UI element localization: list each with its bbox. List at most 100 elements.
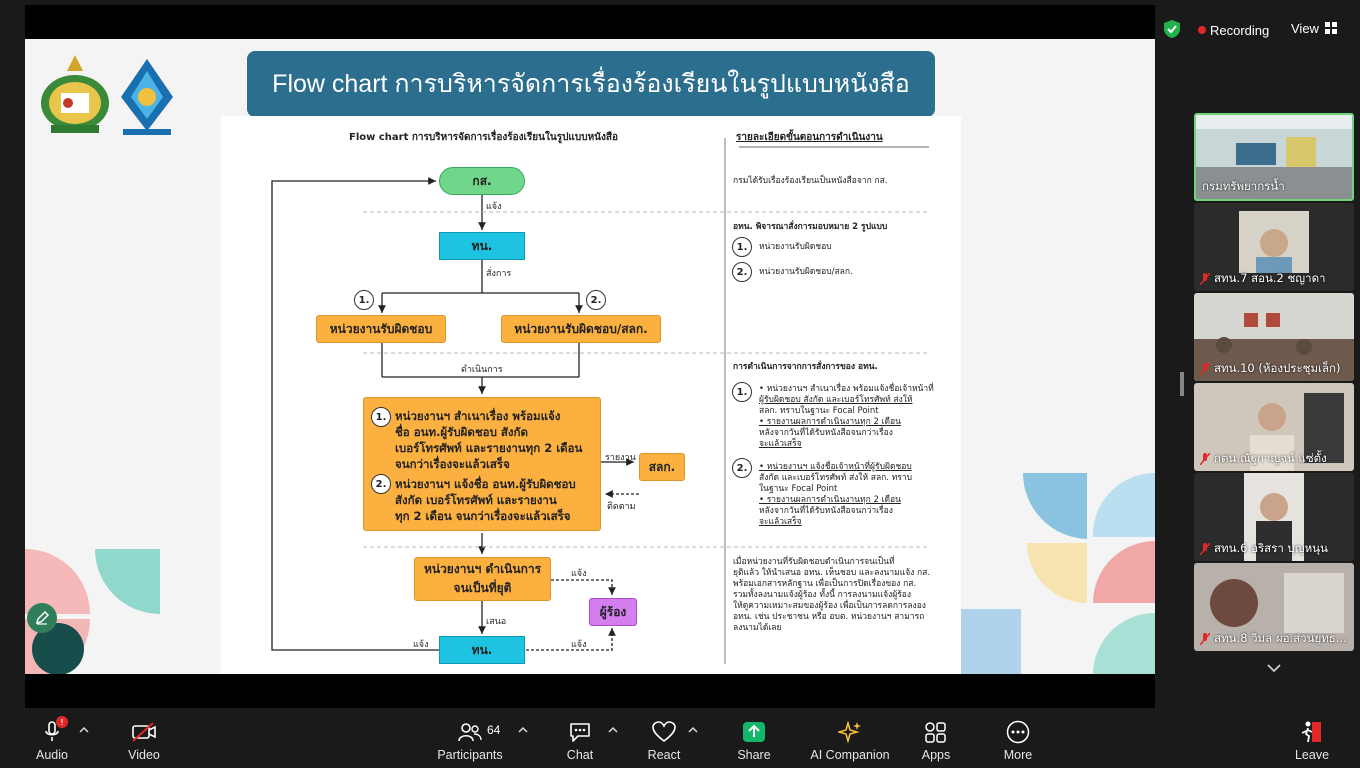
recording-label[interactable]: Recording [1210, 23, 1270, 38]
node-start: กส. [439, 167, 525, 195]
muted-mic-icon [1200, 633, 1210, 645]
shared-screen-bottom-bar [25, 674, 1155, 708]
chat-options-caret-icon[interactable] [608, 726, 618, 734]
right-step-3-heading: การดำเนินการจากการสั่งการของ อทน. [733, 362, 878, 372]
right-step-2-2: หน่วยงานรับผิดชอบ/สลก. [759, 267, 853, 277]
slide-title: Flow chart การบริหารจัดการเรื่องร้องเรีย… [272, 70, 910, 98]
participant-count: 64 [487, 723, 501, 737]
recording-indicator-icon [1198, 26, 1206, 34]
video-tile[interactable]: สทน.6 อริสรา บุญหนุน [1194, 473, 1354, 561]
participants-button[interactable]: Participants [435, 710, 505, 768]
grid-view-icon[interactable] [1325, 22, 1337, 34]
shared-slide: Flow chart การบริหารจัดการเรื่องร้องเรีย… [25, 39, 1155, 674]
edge-label-notify-complainant: แจ้ง [571, 569, 587, 579]
meeting-toolbar: ! Audio Video Participants Chat React Sh… [0, 710, 1360, 768]
react-button[interactable]: React [644, 710, 684, 768]
audio-button[interactable]: ! Audio [32, 710, 72, 768]
bigbox-step-1: หน่วยงานฯ สำเนาเรื่อง พร้อมแจ้งชื่อ อนท.… [395, 409, 583, 471]
slide-title-banner: Flow chart การบริหารจัดการเรื่องร้องเรีย… [247, 51, 935, 117]
encryption-shield-icon[interactable] [1162, 19, 1182, 39]
leave-label: Leave [1294, 748, 1330, 762]
edge-label-follow: ติดตาม [607, 502, 636, 512]
num-1: 1. [354, 290, 374, 310]
participant-name: สทน.6 อริสรา บุญหนุน [1200, 540, 1328, 558]
video-feed [1194, 293, 1354, 381]
participant-name: สทน.7 สอน.2 ชญาดา [1200, 270, 1326, 288]
shared-screen-top-bar [25, 5, 1155, 39]
apps-label: Apps [921, 748, 951, 762]
right-step-2-1: หน่วยงานรับผิดชอบ [759, 242, 832, 252]
muted-mic-icon [1200, 453, 1210, 465]
sparkle-icon [838, 721, 861, 743]
video-tile[interactable]: สทน.10 (ห้องประชุมเล็ก) [1194, 293, 1354, 381]
share-screen-icon [743, 722, 765, 742]
video-tile[interactable]: กตน.ณัฐกาญจน์ แซ่ตั้ง [1194, 383, 1354, 471]
department-water-resources-logo [121, 59, 173, 135]
edge-label-propose: เสนอ [486, 617, 507, 627]
chat-icon [570, 723, 590, 742]
apps-button[interactable]: Apps [914, 710, 958, 768]
video-button[interactable]: Video [124, 710, 164, 768]
node-unit-a: หน่วยงานรับผิดชอบ [316, 315, 446, 343]
video-feed [1194, 203, 1354, 291]
share-label: Share [737, 748, 771, 762]
right-num-1: 1. [732, 237, 752, 257]
participant-name: สทน.10 (ห้องประชุมเล็ก) [1200, 360, 1340, 378]
right-step-4: เมื่อหน่วยงานที่รับผิดชอบดำเนินการจนเป็น… [733, 557, 931, 633]
participant-name: กตน.ณัฐกาญจน์ แซ่ตั้ง [1200, 450, 1327, 468]
video-tile[interactable]: สทน.8 วิมล ผอ.ส่วนยุทธ... [1194, 563, 1354, 651]
video-tile[interactable]: กรมทรัพยากรน้ำ [1194, 113, 1354, 201]
leave-icon [1301, 721, 1321, 743]
edge-label-order: สั่งการ [486, 269, 512, 279]
bigbox-num-2: 2. [371, 474, 391, 494]
video-feed [1196, 115, 1352, 199]
react-label: React [647, 748, 681, 762]
audio-options-caret-icon[interactable] [79, 726, 89, 734]
react-options-caret-icon[interactable] [688, 726, 698, 734]
muted-mic-icon [1200, 273, 1210, 285]
annotate-pencil-button[interactable] [27, 603, 57, 633]
panel-resize-handle[interactable] [1180, 372, 1184, 396]
video-off-icon [132, 722, 156, 742]
node-unit-final: หน่วยงานฯ ดำเนินการจนเป็นที่ยุติ [414, 557, 551, 601]
more-button[interactable]: More [997, 710, 1039, 768]
muted-mic-icon [1200, 363, 1210, 375]
chat-button[interactable]: Chat [560, 710, 600, 768]
participants-options-caret-icon[interactable] [518, 726, 528, 734]
participants-label: Participants [437, 748, 503, 762]
right-num-3-1: 1. [732, 382, 752, 402]
right-step-3-1: • หน่วยงานฯ สำเนาเรื่อง พร้อมแจ้งชื่อเจ้… [759, 384, 934, 449]
right-step-3-2: • หน่วยงานฯ แจ้งชื่อเจ้าหน้าที่ผู้รับผิด… [759, 462, 913, 527]
share-button[interactable]: Share [734, 710, 774, 768]
edge-label-report: รายงาน [605, 453, 636, 463]
edge-label-notify-tn2: แจ้ง [571, 640, 587, 650]
pencil-icon [35, 610, 50, 625]
view-button[interactable]: View [1291, 21, 1319, 36]
video-feed [1194, 473, 1354, 561]
num-2: 2. [586, 290, 606, 310]
right-num-3-2: 2. [732, 458, 752, 478]
video-label: Video [128, 748, 160, 762]
edge-label-notify: แจ้ง [486, 202, 502, 212]
audio-label: Audio [36, 748, 68, 762]
video-feed [1194, 383, 1354, 471]
node-slk: สลก. [639, 453, 685, 481]
decor-shapes-right [957, 473, 1155, 674]
video-feed [1194, 563, 1354, 651]
ai-companion-button[interactable]: AI Companion [805, 710, 895, 768]
edge-label-notify-loop: แจ้ง [413, 640, 429, 650]
leave-button[interactable]: Leave [1292, 710, 1332, 768]
edge-label-proceed: ดำเนินการ [461, 365, 503, 375]
ministry-logo [41, 55, 109, 133]
gallery-scroll-down-icon[interactable] [1266, 662, 1282, 674]
participant-name: กรมทรัพยากรน้ำ [1202, 179, 1285, 193]
bigbox-num-1: 1. [371, 407, 391, 427]
participants-icon [458, 723, 482, 742]
right-heading: รายละเอียดขั้นตอนการดำเนินงาน [736, 132, 883, 143]
ai-companion-label: AI Companion [810, 748, 890, 762]
flowchart-document: Flow chart การบริหารจัดการเรื่องร้องเรีย… [221, 116, 961, 674]
audio-alert-badge: ! [56, 716, 68, 728]
node-complainant: ผู้ร้อง [589, 598, 637, 626]
video-tile[interactable]: สทน.7 สอน.2 ชญาดา [1194, 203, 1354, 291]
right-num-2: 2. [732, 262, 752, 282]
